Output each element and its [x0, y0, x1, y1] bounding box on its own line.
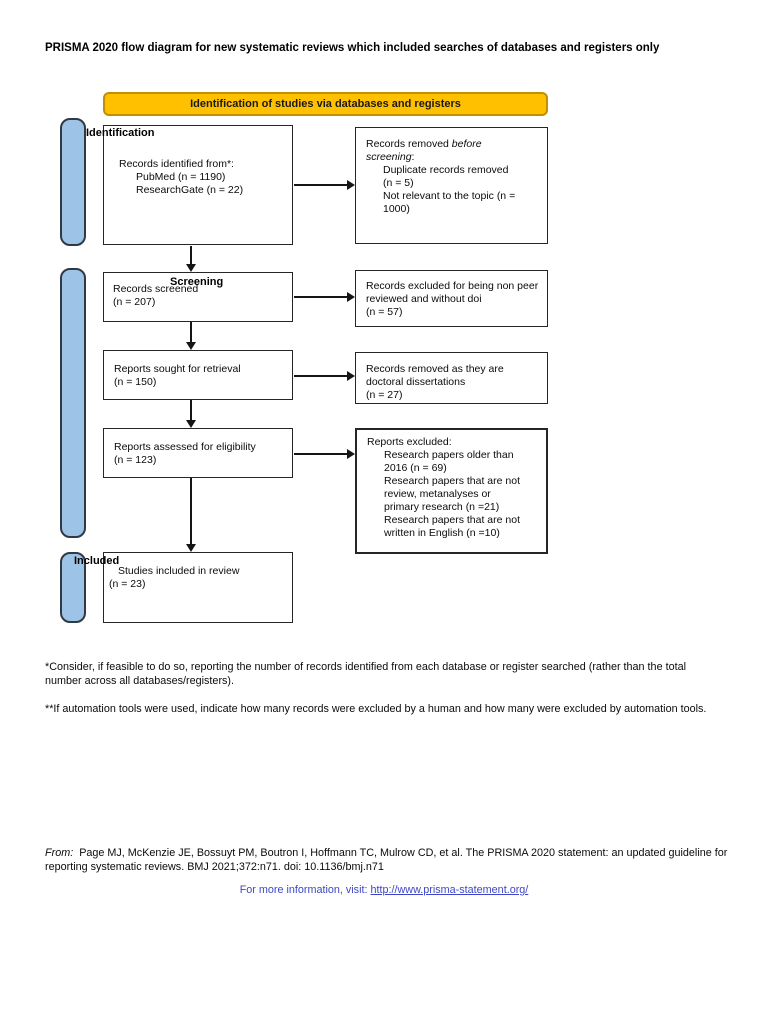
stage-label-screening: Screening	[170, 276, 224, 288]
reports-excluded-not-review: Research papers that are not review, met…	[384, 475, 520, 513]
removed-before-italic: before screening	[366, 138, 482, 163]
reports-excluded-older: Research papers older than 2016 (n = 69)	[384, 449, 514, 474]
arrow-assessed-to-excluded-line	[294, 453, 347, 455]
arrow-identified-to-screened-head	[186, 264, 196, 272]
removed-before-duplicates: Duplicate records removed (n = 5)	[383, 164, 509, 189]
box-studies-included: Studies included in review (n = 23)	[103, 552, 293, 623]
removed-before-head: Records removed before screening:	[366, 138, 539, 164]
arrow-screened-to-excluded-head	[347, 292, 355, 302]
arrow-assessed-to-excluded-head	[347, 449, 355, 459]
more-info-line: For more information, visit: http://www.…	[0, 884, 768, 896]
stage-label-included: Included	[74, 555, 120, 567]
citation-text: Page MJ, McKenzie JE, Bossuyt PM, Boutro…	[45, 847, 731, 873]
citation-from-label: From:	[45, 847, 74, 859]
more-info-prefix: For more information, visit:	[239, 884, 371, 896]
box-records-screened: Records screened (n = 207)	[103, 272, 293, 322]
diagram-title: PRISMA 2020 flow diagram for new systema…	[45, 42, 660, 54]
records-identified-researchgate: ResearchGate (n = 22)	[136, 184, 244, 196]
records-identified-head: Records identified from*:	[119, 158, 234, 170]
box-reports-assessed: Reports assessed for eligibility (n = 12…	[103, 428, 293, 478]
box-records-removed-before-screening: Records removed before screening: Duplic…	[355, 127, 548, 244]
included-stage-bar	[60, 552, 86, 623]
removed-before-not-relevant: Not relevant to the topic (n = 1000)	[383, 190, 516, 215]
arrow-assessed-to-included-line	[190, 478, 192, 545]
box-records-identified: Records identified from*: PubMed (n = 11…	[103, 125, 293, 245]
citation: From: Page MJ, McKenzie JE, Bossuyt PM, …	[45, 846, 745, 874]
identification-stage-bar	[60, 118, 86, 246]
arrow-screened-to-sought-head	[186, 342, 196, 350]
reports-excluded-head: Reports excluded:	[367, 436, 452, 448]
prisma-link[interactable]: http://www.prisma-statement.org/	[370, 884, 529, 896]
box-reports-sought: Reports sought for retrieval (n = 150)	[103, 350, 293, 400]
removed-before-prefix: Records removed	[366, 138, 452, 150]
arrow-identified-to-removed-head	[347, 180, 355, 190]
footnote-double-asterisk: **If automation tools were used, indicat…	[45, 703, 707, 715]
removed-before-suffix: :	[411, 151, 415, 163]
arrow-sought-to-dissertations-head	[347, 371, 355, 381]
arrow-sought-to-assessed-line	[190, 400, 192, 421]
box-records-excluded: Records excluded for being non peer revi…	[355, 270, 548, 327]
stage-label-identification: Identification	[86, 127, 155, 139]
records-identified-pubmed: PubMed (n = 1190)	[136, 171, 226, 183]
footnote-asterisk: *Consider, if feasible to do so, reporti…	[45, 661, 686, 687]
arrow-sought-to-dissertations-line	[294, 375, 347, 377]
reports-excluded-not-english: Research papers that are not written in …	[384, 514, 520, 539]
arrow-sought-to-assessed-head	[186, 420, 196, 428]
arrow-screened-to-excluded-line	[294, 296, 347, 298]
arrow-identified-to-removed-line	[294, 184, 347, 186]
box-records-removed-dissertations: Records removed as they are doctoral dis…	[355, 352, 548, 404]
arrow-identified-to-screened-line	[190, 246, 192, 265]
arrow-screened-to-sought-line	[190, 322, 192, 343]
arrow-assessed-to-included-head	[186, 544, 196, 552]
banner-identification-via-databases: Identification of studies via databases …	[103, 92, 548, 116]
screening-stage-bar	[60, 268, 86, 538]
box-reports-excluded: Reports excluded: Research papers older …	[355, 428, 548, 554]
